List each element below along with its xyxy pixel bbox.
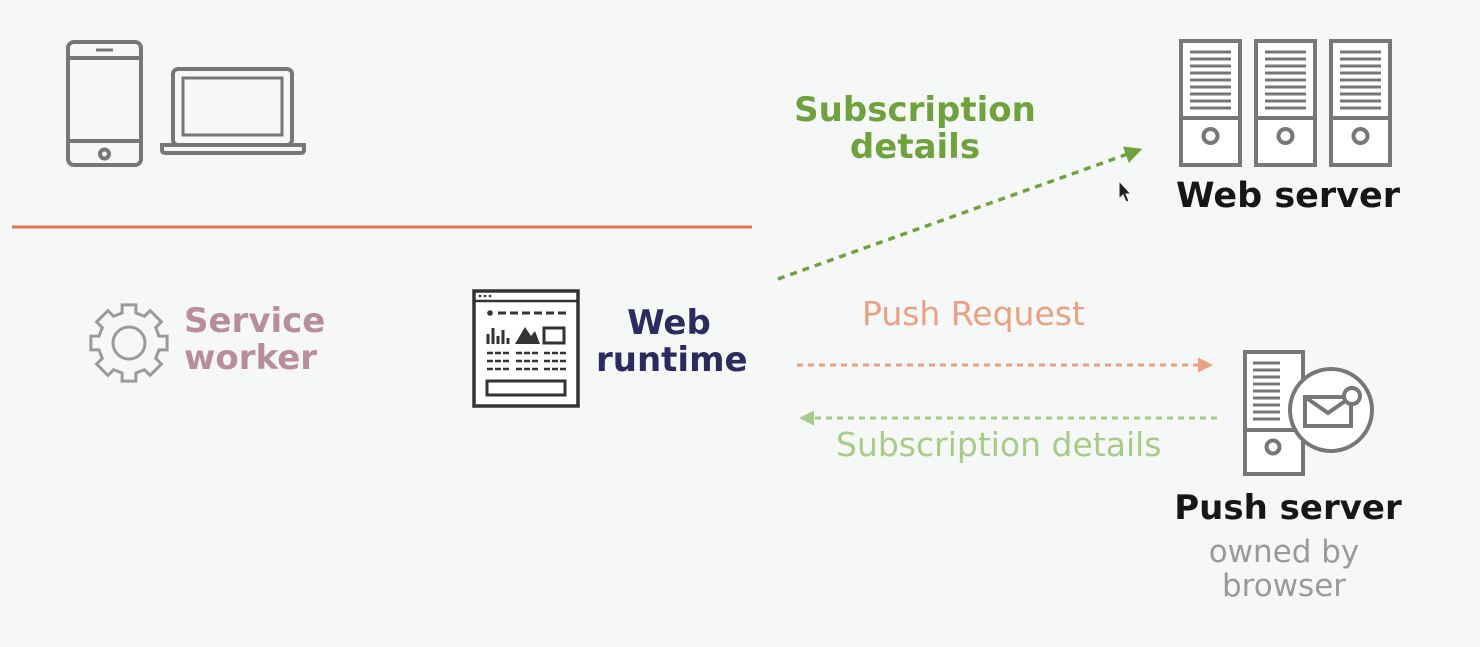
server-rack-icon [1179, 39, 1392, 167]
web-runtime-label: Web runtime [596, 303, 748, 380]
laptop-icon [160, 67, 306, 155]
smartphone-icon [66, 40, 143, 167]
gear-icon [89, 303, 169, 383]
subscription-details-label-bottom: Subscription details [836, 425, 1162, 464]
subscription-details-arrow-to-web-server [777, 146, 1143, 281]
cursor-icon [1118, 179, 1133, 203]
web-server-label: Web server [1176, 176, 1400, 216]
push-server-label: Push server [1174, 488, 1402, 528]
subscription-details-label-top: Subscription details [794, 90, 1036, 167]
push-request-label: Push Request [862, 294, 1085, 333]
browser-window-icon [472, 289, 580, 408]
envelope-icon [1288, 367, 1374, 453]
owned-by-browser-label: owned by browser [1208, 534, 1360, 605]
service-worker-label: Service worker [184, 301, 326, 378]
